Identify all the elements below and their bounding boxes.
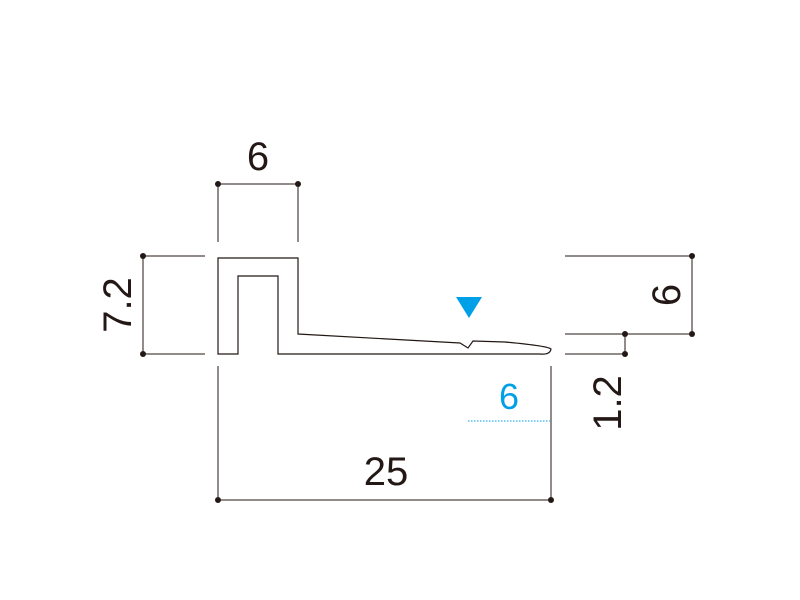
triangle-down-icon	[456, 297, 482, 318]
dimension-label-left-height: 7.2	[96, 277, 140, 333]
dimension-dot	[689, 331, 695, 337]
dimension-bottom-width: 25	[215, 366, 554, 503]
dimension-dot	[622, 351, 628, 357]
dimension-label-right-height: 6	[645, 284, 689, 306]
accent-value-label: 6	[499, 376, 519, 417]
accent-annotation: 6	[456, 297, 550, 422]
dimension-right-height: 6	[565, 253, 695, 337]
dimension-dot	[215, 181, 221, 187]
dimension-dot	[548, 497, 554, 503]
profile-outline	[217, 257, 552, 355]
profile-section	[217, 257, 552, 355]
dimension-dot	[215, 497, 221, 503]
dimension-top-width: 6	[215, 135, 301, 242]
dimension-label-right-thickness: 1.2	[586, 375, 630, 431]
dimension-left-height: 7.2	[96, 253, 205, 357]
dimension-dot	[295, 181, 301, 187]
dimension-label-bottom-width: 25	[364, 450, 409, 494]
dimension-dot	[622, 331, 628, 337]
dimension-right-thickness: 1.2	[565, 331, 630, 431]
dimension-dot	[140, 351, 146, 357]
dimension-dot	[689, 253, 695, 259]
dimension-dot	[140, 253, 146, 259]
dimension-label-top-width: 6	[247, 135, 269, 179]
